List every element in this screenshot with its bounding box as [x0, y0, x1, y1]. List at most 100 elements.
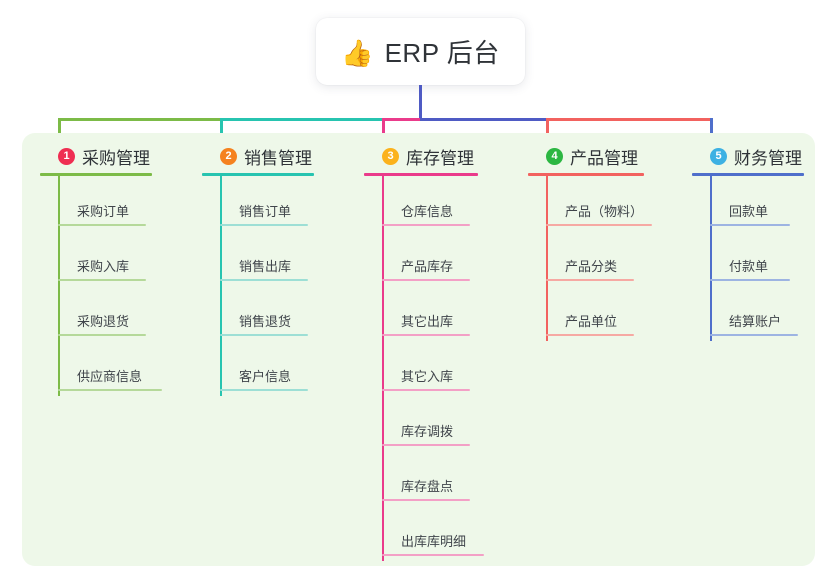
branch-spine-4 — [546, 176, 548, 341]
branch-header-5[interactable]: 5 财务管理 — [692, 144, 804, 168]
leaf-rule — [382, 499, 470, 501]
leaf-rule — [710, 224, 790, 226]
leaf-item[interactable]: 客户信息 — [202, 341, 314, 396]
branch-header-rule-4 — [528, 173, 644, 176]
leaf-rule — [220, 224, 308, 226]
leaf-rule — [382, 224, 470, 226]
leaf-rule — [710, 334, 798, 336]
branch-body-4: 产品（物料） 产品分类产品单位 — [528, 176, 652, 341]
leaf-rule — [382, 334, 470, 336]
leaf-item[interactable]: 库存盘点 — [364, 451, 478, 506]
leaf-label: 回款单 — [729, 204, 769, 219]
root-title: ERP 后台 — [384, 38, 500, 68]
branch-header-rule-5 — [692, 173, 804, 176]
leaf-label: 库存盘点 — [401, 479, 454, 494]
leaf-item[interactable]: 产品单位 — [528, 286, 644, 341]
leaf-label: 仓库信息 — [401, 204, 454, 219]
branch-badge-3: 3 — [382, 147, 399, 165]
leaf-item[interactable]: 销售出库 — [202, 231, 314, 286]
leaf-label: 客户信息 — [239, 369, 292, 384]
diagram-panel — [22, 133, 815, 566]
leaf-rule — [546, 224, 652, 226]
branch-spine-2 — [220, 176, 222, 396]
connector-bus-segment — [221, 118, 383, 121]
leaf-item[interactable]: 采购订单 — [40, 176, 152, 231]
connector-bus-segment — [420, 118, 550, 121]
leaf-item[interactable]: 结算账户 — [692, 286, 804, 341]
leaf-rule — [58, 389, 162, 391]
leaf-label: 付款单 — [729, 259, 769, 274]
leaf-item[interactable]: 出库库明细 — [364, 506, 484, 561]
leaf-label: 产品（物料） — [565, 204, 644, 219]
branch-body-5: 回款单付款单结算账户 — [692, 176, 804, 341]
leaf-rule — [546, 334, 634, 336]
leaf-item[interactable]: 其它出库 — [364, 286, 478, 341]
branch-spine-1 — [58, 176, 60, 396]
branch-badge-2: 2 — [220, 147, 237, 165]
leaf-label: 产品单位 — [565, 314, 618, 329]
branch-title-5: 财务管理 — [734, 148, 802, 168]
leaf-rule — [58, 279, 146, 281]
connector-bus-segment — [383, 118, 420, 121]
leaf-label: 采购订单 — [77, 204, 130, 219]
branch-badge-4: 4 — [546, 147, 563, 165]
branch-header-rule-3 — [364, 173, 478, 176]
branch-column-2: 2 销售管理销售订单销售出库销售退货客户信息 — [202, 144, 314, 396]
leaf-label: 销售订单 — [239, 204, 292, 219]
leaf-rule — [546, 279, 634, 281]
branch-header-rule-2 — [202, 173, 314, 176]
branch-body-1: 采购订单采购入库采购退货供应商信息 — [40, 176, 162, 396]
branch-title-4: 产品管理 — [570, 148, 638, 168]
leaf-item[interactable]: 仓库信息 — [364, 176, 478, 231]
branch-spine-5 — [710, 176, 712, 341]
root-node[interactable]: 👍 ERP 后台 — [316, 18, 525, 85]
branch-badge-1: 1 — [58, 147, 75, 165]
branch-title-2: 销售管理 — [244, 148, 312, 168]
leaf-item[interactable]: 销售订单 — [202, 176, 314, 231]
connector-bus-segment — [59, 118, 221, 121]
leaf-label: 库存调拨 — [401, 424, 454, 439]
leaf-rule — [382, 279, 470, 281]
leaf-rule — [382, 389, 470, 391]
branch-badge-5: 5 — [710, 147, 727, 165]
branch-header-2[interactable]: 2 销售管理 — [202, 144, 314, 168]
leaf-rule — [382, 444, 470, 446]
leaf-item[interactable]: 采购退货 — [40, 286, 152, 341]
leaf-item[interactable]: 其它入库 — [364, 341, 478, 396]
leaf-item[interactable]: 产品分类 — [528, 231, 644, 286]
branch-header-4[interactable]: 4 产品管理 — [528, 144, 644, 168]
leaf-item[interactable]: 采购入库 — [40, 231, 152, 286]
leaf-item[interactable]: 产品（物料） — [528, 176, 652, 231]
leaf-label: 其它出库 — [401, 314, 454, 329]
leaf-item[interactable]: 付款单 — [692, 231, 804, 286]
thumbs-up-icon: 👍 — [341, 37, 374, 68]
leaf-rule — [220, 279, 308, 281]
branch-title-1: 采购管理 — [82, 148, 150, 168]
branch-header-rule-1 — [40, 173, 152, 176]
leaf-rule — [58, 334, 146, 336]
branch-header-1[interactable]: 1 采购管理 — [40, 144, 152, 168]
branch-body-2: 销售订单销售出库销售退货客户信息 — [202, 176, 314, 396]
branch-column-4: 4 产品管理产品（物料） 产品分类产品单位 — [528, 144, 652, 341]
branch-column-5: 5 财务管理回款单付款单结算账户 — [692, 144, 804, 341]
leaf-rule — [382, 554, 484, 556]
leaf-item[interactable]: 销售退货 — [202, 286, 314, 341]
leaf-item[interactable]: 回款单 — [692, 176, 804, 231]
leaf-rule — [58, 224, 146, 226]
leaf-rule — [220, 389, 308, 391]
leaf-label: 产品分类 — [565, 259, 618, 274]
connector-bus-segment — [547, 118, 711, 121]
leaf-label: 出库库明细 — [401, 534, 467, 549]
branch-header-3[interactable]: 3 库存管理 — [364, 144, 478, 168]
branch-title-3: 库存管理 — [406, 148, 474, 168]
branch-spine-3 — [382, 176, 384, 561]
leaf-item[interactable]: 产品库存 — [364, 231, 478, 286]
connector-root-stem — [419, 85, 422, 120]
leaf-item[interactable]: 供应商信息 — [40, 341, 162, 396]
leaf-rule — [710, 279, 790, 281]
leaf-item[interactable]: 库存调拨 — [364, 396, 478, 451]
branch-body-3: 仓库信息产品库存其它出库其它入库库存调拨库存盘点出库库明细 — [364, 176, 484, 561]
leaf-label: 采购退货 — [77, 314, 130, 329]
leaf-label: 采购入库 — [77, 259, 130, 274]
leaf-label: 结算账户 — [729, 314, 782, 329]
